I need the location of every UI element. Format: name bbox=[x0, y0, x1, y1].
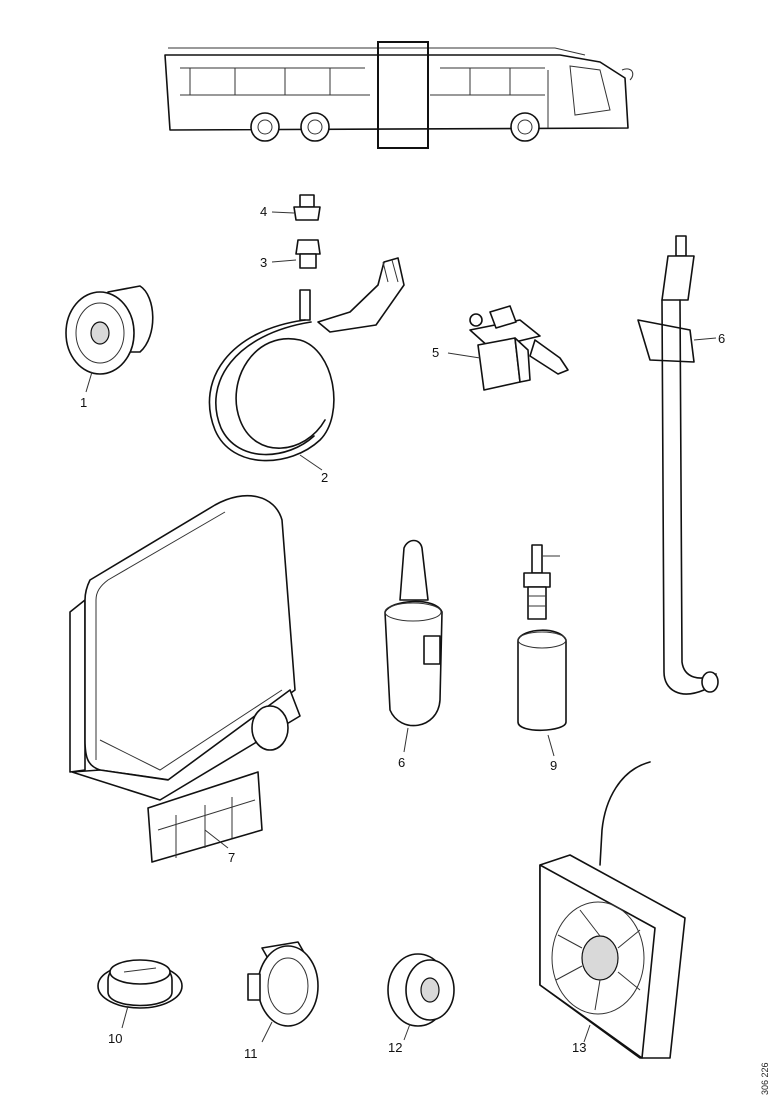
callout-4: 4 bbox=[260, 204, 267, 219]
callout-5: 5 bbox=[432, 345, 439, 360]
part-10-cap bbox=[97, 959, 183, 1029]
part-11-speaker bbox=[247, 941, 319, 1043]
part-4-fitting bbox=[271, 194, 321, 221]
callout-2: 2 bbox=[321, 470, 328, 485]
callout-10: 10 bbox=[108, 1031, 122, 1046]
callout-6-right: 6 bbox=[718, 331, 725, 346]
callout-13: 13 bbox=[572, 1040, 586, 1055]
part-6-pipe-assembly bbox=[637, 235, 719, 695]
part-1-lamp bbox=[65, 285, 154, 393]
callout-3: 3 bbox=[260, 255, 267, 270]
callout-7: 7 bbox=[228, 850, 235, 865]
part-2-hose bbox=[208, 257, 405, 471]
part-5-valve bbox=[447, 305, 569, 391]
part-3-fitting bbox=[271, 239, 321, 269]
part-7-housing bbox=[69, 494, 301, 863]
callout-9: 9 bbox=[550, 758, 557, 773]
reference-code: 306 226 bbox=[760, 1062, 770, 1095]
callout-1: 1 bbox=[80, 395, 87, 410]
part-12-knob bbox=[387, 953, 455, 1041]
callout-6-middle: 6 bbox=[398, 755, 405, 770]
callout-11: 11 bbox=[244, 1046, 258, 1061]
part-9-pump bbox=[517, 544, 567, 757]
bus-overview-illustration bbox=[164, 47, 634, 142]
part-6-bottle bbox=[384, 539, 443, 753]
callout-12: 12 bbox=[388, 1040, 402, 1055]
part-13-fan bbox=[539, 761, 686, 1059]
highlight-box bbox=[377, 41, 429, 149]
